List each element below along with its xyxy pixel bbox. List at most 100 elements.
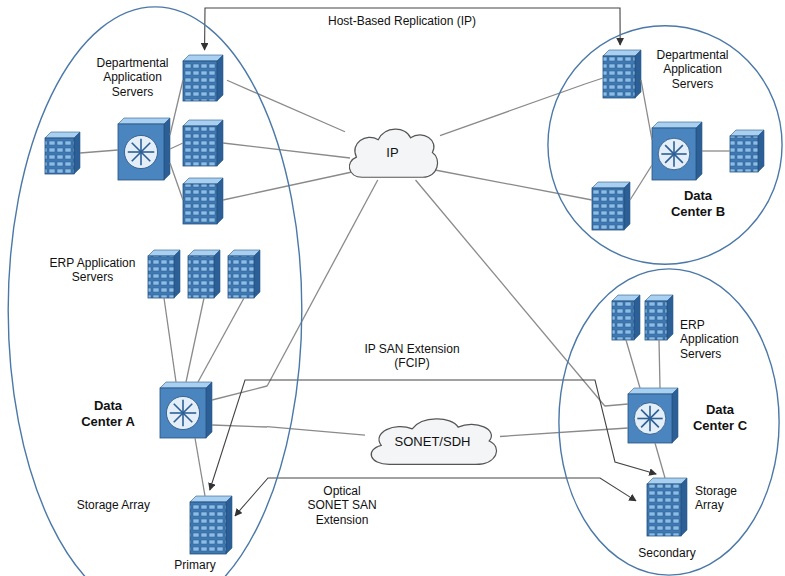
- network-wire: [641, 80, 652, 140]
- device-group: ERP Application Servers: [605, 290, 755, 445]
- data-center-region: Data Center C ERP Application ServersStor…: [558, 268, 780, 576]
- icon-side: [681, 478, 687, 536]
- network-wire: [605, 428, 628, 430]
- icon-front: [183, 61, 217, 101]
- icon-front: [645, 301, 667, 340]
- switch-arrow: [174, 404, 193, 423]
- icon-top: [190, 496, 232, 502]
- icon-side: [758, 130, 764, 172]
- replication-arrow: [205, 8, 621, 50]
- network-wire: [212, 425, 267, 427]
- server-icon: [45, 132, 80, 174]
- icon-side: [174, 250, 180, 298]
- data-center-region: Data Center B Departmental Application Se…: [547, 25, 783, 265]
- server-icon: [603, 50, 641, 98]
- device-label: Storage Array: [60, 498, 150, 512]
- icon-front: [603, 56, 635, 98]
- network-label: SONET/SDH: [365, 434, 500, 450]
- icon-top: [183, 55, 223, 61]
- switch-arrow: [174, 404, 193, 423]
- server-icon: [228, 250, 260, 298]
- device-group: ERP Application Servers: [45, 248, 267, 440]
- network-wire: [655, 443, 665, 478]
- icon-top: [183, 120, 223, 126]
- switch-emblem: [166, 396, 199, 429]
- server-icon: [592, 182, 630, 230]
- icon-front: [628, 394, 672, 443]
- region-ellipse: [559, 269, 779, 575]
- icon-side: [696, 122, 702, 180]
- icon-side: [667, 295, 673, 340]
- switch-emblem: [124, 135, 157, 168]
- switch-arrow: [132, 143, 151, 162]
- switch-icon: [118, 118, 170, 180]
- network-wire: [170, 143, 183, 149]
- icon-top: [603, 50, 641, 56]
- network-wire: [170, 80, 183, 135]
- network-wire: [630, 165, 652, 200]
- switch-arrow: [665, 145, 683, 163]
- icon-side: [74, 132, 80, 174]
- icon-front: [228, 256, 254, 298]
- network-wire: [223, 143, 350, 158]
- switch-icon: [652, 122, 702, 180]
- icon-front: [118, 124, 164, 180]
- server-icon: [183, 55, 223, 101]
- network-link: [267, 427, 365, 436]
- switch-arrow: [665, 145, 683, 163]
- server-icon: [612, 295, 640, 340]
- device-label: ERP Application Servers: [45, 256, 140, 285]
- network-wire: [702, 150, 730, 151]
- server-icon: [148, 250, 180, 298]
- icon-front: [183, 126, 217, 166]
- link-label: IP SAN Extension (FCIP): [358, 342, 467, 371]
- data-center-label: Data Center B: [668, 188, 728, 219]
- switch-arrow: [641, 410, 659, 428]
- link-label: Host-Based Replication (IP): [325, 14, 479, 28]
- device-label: Secondary: [636, 546, 698, 560]
- device-label: ERP Application Servers: [680, 318, 750, 361]
- network-link: [440, 84, 585, 136]
- network-wire: [195, 438, 205, 496]
- switch-arrow: [641, 410, 659, 428]
- region-outline: [7, 5, 303, 576]
- icon-side: [226, 496, 232, 554]
- icon-front: [183, 184, 217, 224]
- icon-front: [652, 128, 696, 180]
- data-center-label: Data Center C: [690, 402, 750, 433]
- icon-front: [612, 301, 634, 340]
- device-icons: [45, 50, 764, 554]
- network-link: [500, 430, 605, 437]
- link-label: Optical SONET SAN Extension: [301, 484, 383, 527]
- icon-side: [164, 118, 170, 180]
- server-icon: [730, 130, 764, 172]
- icon-top: [592, 182, 630, 188]
- device-group: Departmental Application Servers: [585, 45, 770, 240]
- icon-side: [672, 388, 678, 443]
- device-group: Departmental Application Servers: [40, 50, 227, 228]
- data-center-region: Data Center ADepartmental Application Se…: [7, 5, 303, 576]
- icon-front: [45, 138, 74, 174]
- server-icon: [188, 250, 220, 298]
- icon-top: [183, 178, 223, 184]
- icon-front: [592, 188, 624, 230]
- switch-icon: [628, 388, 678, 443]
- icon-front: [190, 502, 226, 554]
- icon-side: [217, 120, 223, 166]
- network-cloud: SONET/SDH: [365, 415, 500, 467]
- switch-emblem: [658, 138, 690, 170]
- icon-side: [634, 295, 640, 340]
- connectors: [205, 8, 657, 516]
- network-wire: [435, 170, 592, 200]
- network-label: IP: [345, 145, 440, 161]
- icon-side: [217, 55, 223, 101]
- server-icon: [190, 496, 232, 554]
- device-label: Storage Array: [695, 484, 753, 513]
- device-group: Storage ArraySecondary: [636, 474, 756, 570]
- icon-front: [160, 388, 206, 438]
- network-wire: [223, 172, 352, 200]
- device-label: Primary: [165, 558, 225, 572]
- server-icon: [183, 178, 223, 224]
- device-label: Departmental Application Servers: [645, 48, 740, 91]
- icon-top: [160, 382, 212, 388]
